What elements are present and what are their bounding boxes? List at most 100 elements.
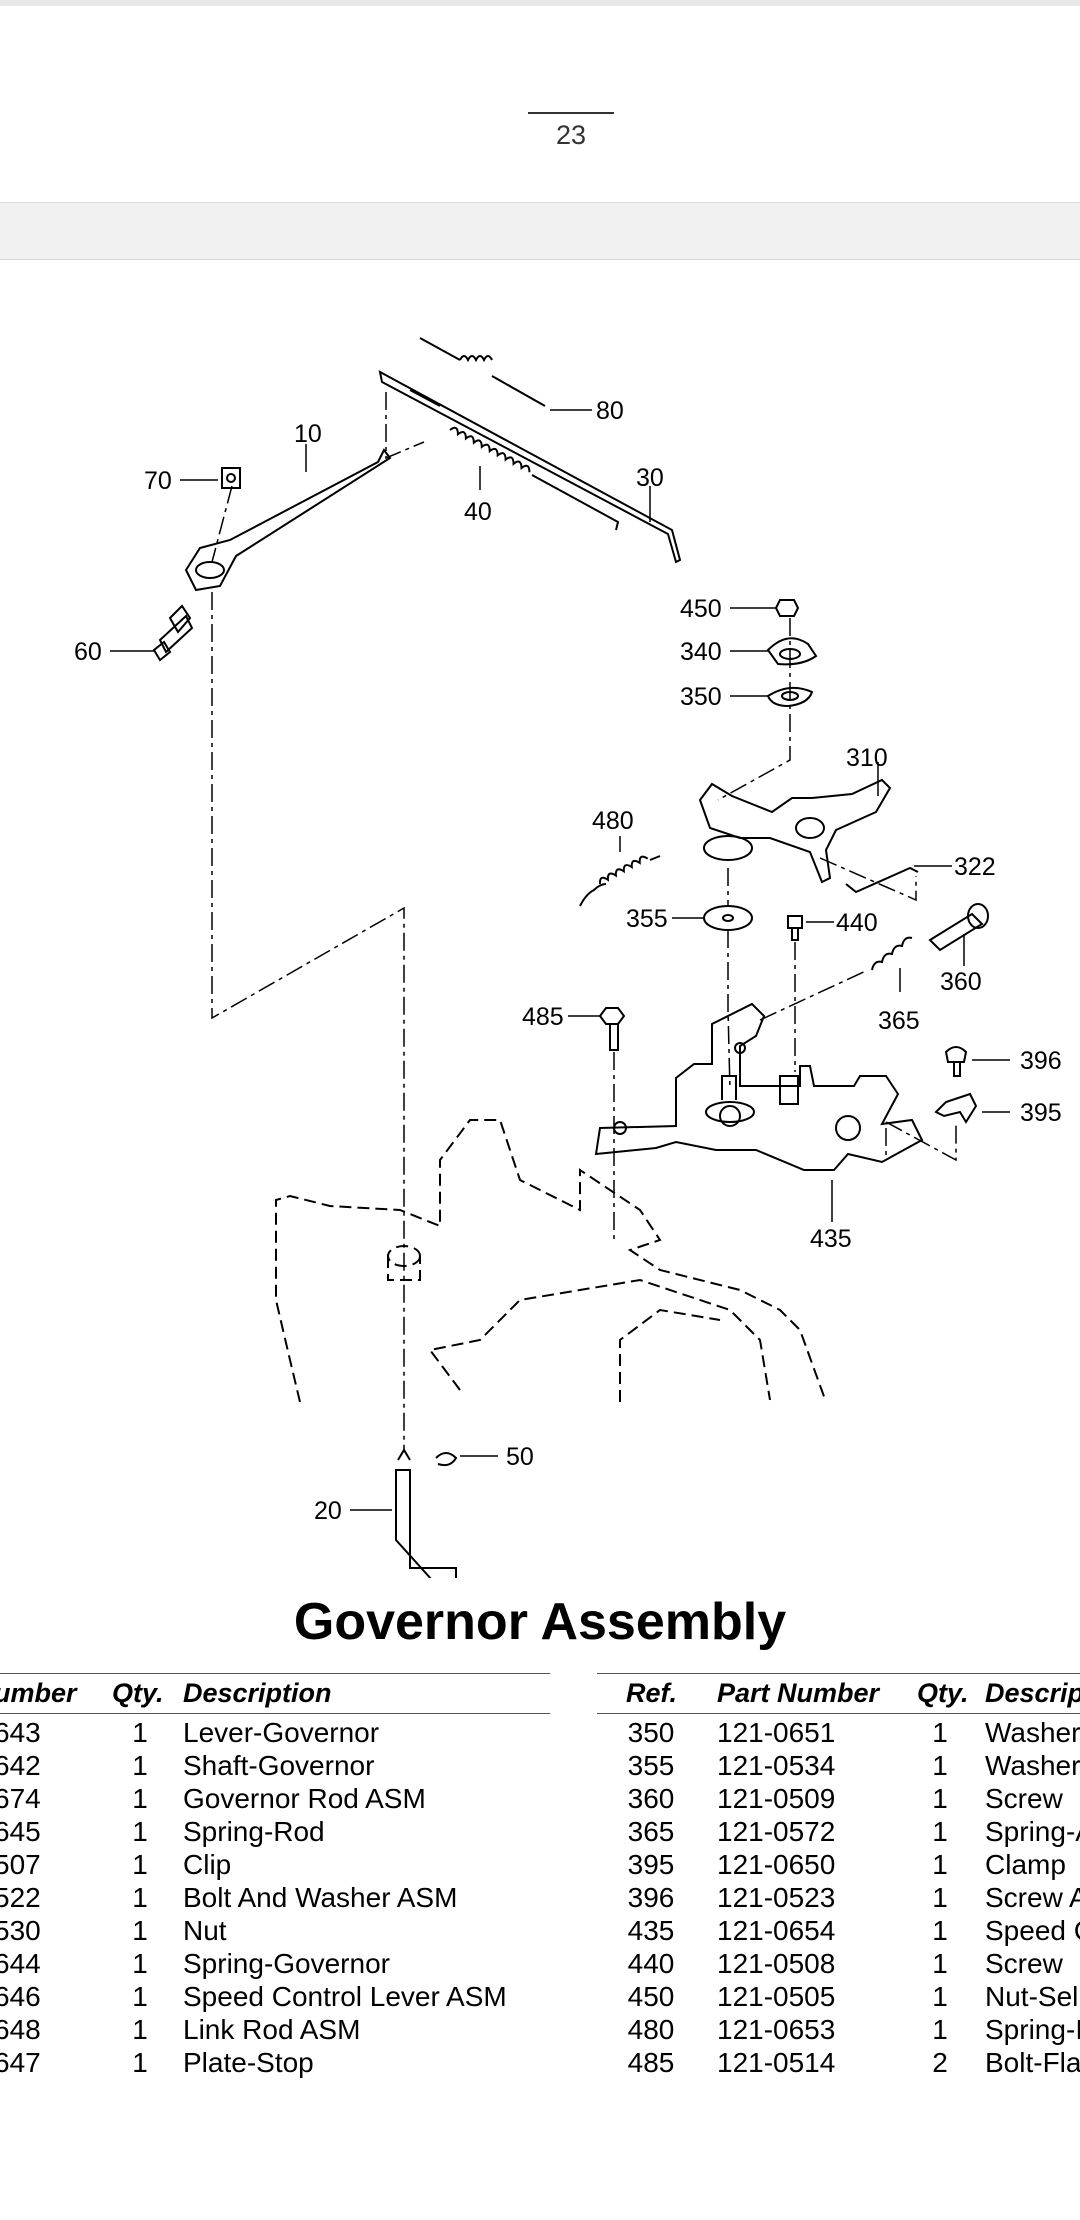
cell-description: Clamp [985,1849,1066,1880]
cell-part-number: 121-0653 [717,2014,836,2045]
cell-ref: 440 [627,1948,675,1979]
cell-ref: 485 [627,2047,675,2078]
cell-qty: 1 [932,1849,948,1880]
cell-part-number: 121-0650 [717,1849,836,1880]
cell-qty: 1 [132,1717,148,1748]
callout-30: 30 [636,464,664,492]
page-separator [0,202,1080,260]
callout-322: 322 [954,853,996,881]
cell-qty: 1 [132,2014,148,2045]
header-qty: Qty. [917,1678,969,1708]
callout-396: 396 [1020,1047,1062,1075]
cell-description: Spring-A [985,1816,1080,1847]
cell-part-number: 674 [0,1783,41,1814]
cell-part-number: 647 [0,2047,41,2078]
cell-description: Plate-Stop [183,2047,314,2078]
cell-qty: 1 [932,1882,948,1913]
cell-description: Nut-Sel [985,1981,1079,2012]
cell-part-number: 645 [0,1816,41,1847]
cell-qty: 2 [932,2047,948,2078]
cell-part-number: 646 [0,1981,41,2012]
cell-qty: 1 [932,2014,948,2045]
callout-70: 70 [144,467,172,495]
callout-480: 480 [592,807,634,835]
cell-qty: 1 [132,1948,148,1979]
cell-ref: 480 [627,2014,675,2045]
cell-qty: 1 [932,1750,948,1781]
cell-part-number: 121-0509 [717,1783,836,1814]
cell-description: Spring-Rod [183,1816,325,1847]
callout-365: 365 [878,1007,920,1035]
cell-description: Link Rod ASM [183,2014,361,2045]
table-header-rule [0,1713,550,1714]
callout-80: 80 [596,397,624,425]
cell-part-number: 522 [0,1882,41,1913]
cell-description: Screw A [985,1882,1080,1913]
cell-ref: 355 [627,1750,675,1781]
cell-qty: 1 [132,1882,148,1913]
cell-description: Screw [985,1783,1063,1814]
cell-description: Screw [985,1948,1063,1979]
cell-ref: 435 [627,1915,675,1946]
cell-qty: 1 [132,1783,148,1814]
cell-qty: 1 [932,1783,948,1814]
cell-description: Spring-I [985,2014,1080,2045]
table-top-rule [597,1673,1080,1674]
callout-360: 360 [940,968,982,996]
cell-description: Bolt And Washer ASM [183,1882,458,1913]
cell-part-number: 530 [0,1915,41,1946]
cell-part-number: 121-0523 [717,1882,836,1913]
header-description: Descrip [985,1678,1080,1708]
cell-part-number: 121-0508 [717,1948,836,1979]
cell-qty: 1 [932,1948,948,1979]
callout-50: 50 [506,1443,534,1471]
callout-395: 395 [1020,1099,1062,1127]
callout-10: 10 [294,420,322,448]
cell-part-number: 121-0505 [717,1981,836,2012]
cell-part-number: 648 [0,2014,41,2045]
callout-440: 440 [836,909,878,937]
callout-20: 20 [314,1497,342,1525]
header-ref: Ref. [626,1678,678,1708]
cell-description: Washer [985,1750,1080,1781]
cell-description: Speed C [985,1915,1080,1946]
header-part-number: umber [0,1678,77,1708]
top-bar [0,0,1080,6]
callout-340: 340 [680,638,722,666]
cell-qty: 1 [932,1717,948,1748]
cell-part-number: 121-0514 [717,2047,836,2078]
page-number-rule [528,112,614,114]
cell-ref: 450 [627,1981,675,2012]
cell-part-number: 121-0572 [717,1816,836,1847]
callout-350: 350 [680,683,722,711]
callout-40: 40 [464,498,492,526]
cell-part-number: 121-0651 [717,1717,836,1748]
cell-ref: 396 [627,1882,675,1913]
table-top-rule [0,1673,550,1674]
cell-ref: 365 [627,1816,675,1847]
cell-part-number: 644 [0,1948,41,1979]
cell-ref: 395 [627,1849,675,1880]
header-description: Description [183,1678,332,1708]
cell-part-number: 642 [0,1750,41,1781]
cell-description: Nut [183,1915,227,1946]
cell-qty: 1 [132,2047,148,2078]
exploded-parts-diagram: 80 10 40 30 70 60 450 340 350 310 322 48… [74,337,1062,1578]
callout-310: 310 [846,744,888,772]
cell-part-number: 643 [0,1717,41,1748]
callout-485: 485 [522,1003,564,1031]
cell-qty: 1 [132,1849,148,1880]
cell-qty: 1 [932,1915,948,1946]
cell-part-number: 121-0534 [717,1750,836,1781]
callout-435: 435 [810,1225,852,1253]
cell-description: Speed Control Lever ASM [183,1981,507,2012]
header-part-number: Part Number [717,1678,880,1708]
cell-description: Bolt-Fla [985,2047,1080,2078]
cell-description: Spring-Governor [183,1948,390,1979]
cell-part-number: 507 [0,1849,41,1880]
callout-355: 355 [626,905,668,933]
header-qty: Qty. [112,1678,164,1708]
cell-ref: 350 [627,1717,675,1748]
page-number: 23 [555,120,587,150]
cell-qty: 1 [132,1816,148,1847]
